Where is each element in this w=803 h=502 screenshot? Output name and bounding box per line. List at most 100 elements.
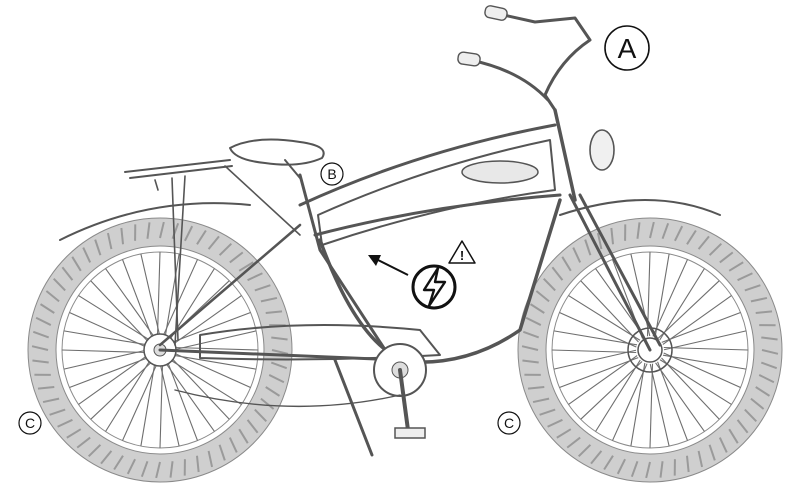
spoke <box>659 268 705 341</box>
tread-lug <box>159 221 165 239</box>
tread-lug <box>271 349 289 355</box>
spoke <box>172 295 242 345</box>
saddle <box>229 138 325 179</box>
tread-lug <box>42 397 60 404</box>
tread-lug <box>265 310 283 315</box>
front-tire-outer <box>517 217 783 483</box>
spoke <box>663 330 747 351</box>
spoke <box>649 363 654 449</box>
rear-rim <box>55 245 265 455</box>
callout-c-rear: C <box>18 411 42 435</box>
tread-lug <box>94 239 102 256</box>
tread-lug <box>718 437 728 453</box>
tread-lug <box>708 444 716 461</box>
rear-fender <box>59 202 251 241</box>
seat-stay <box>158 223 302 347</box>
tread-lug <box>126 458 136 475</box>
tread-lug <box>686 229 697 245</box>
spoke <box>173 346 259 351</box>
spoke <box>649 363 670 447</box>
tread-lug <box>260 296 278 303</box>
spoke <box>559 357 639 389</box>
spoke <box>662 295 732 345</box>
chain-guard <box>199 324 441 361</box>
top-tube <box>298 123 557 207</box>
tread-lug <box>547 418 563 428</box>
tread-lug <box>532 397 550 404</box>
tread-lug <box>120 227 125 245</box>
spoke <box>140 362 156 447</box>
kickstand <box>333 358 374 457</box>
drivetrain <box>174 343 427 457</box>
tread-lug <box>184 225 194 242</box>
tread-lug <box>685 455 690 473</box>
tread-lug <box>674 225 684 242</box>
seat-post <box>284 159 301 179</box>
seat-tube <box>298 173 397 367</box>
spoke <box>69 357 149 389</box>
spoke <box>171 311 251 343</box>
tread-lug <box>238 261 254 272</box>
tread-lug <box>610 227 615 245</box>
tread-lug <box>32 330 50 339</box>
tread-lug <box>649 221 655 239</box>
tread-lug <box>260 397 275 410</box>
callout-c-rear-label: C <box>25 415 35 431</box>
tread-lug <box>556 428 572 439</box>
tread-lug <box>195 455 200 473</box>
spoke <box>159 363 164 449</box>
tread-lug <box>196 229 207 245</box>
tread-lug <box>39 303 55 314</box>
tread-lug <box>584 239 592 256</box>
front-fender <box>559 199 721 216</box>
spoke <box>663 346 749 351</box>
tread-lug <box>76 436 91 449</box>
tread-lug <box>155 461 161 479</box>
tread-lug <box>744 408 758 423</box>
tread-lug <box>246 419 259 434</box>
tread-lug <box>659 461 664 478</box>
tread-lug <box>61 266 74 281</box>
charge-port-pointer <box>368 255 409 276</box>
callout-a-label: A <box>618 33 637 64</box>
spoke <box>580 361 643 420</box>
spoke <box>662 354 747 370</box>
spoke <box>568 295 641 341</box>
tread-lug <box>645 461 651 479</box>
grip-right <box>484 5 508 21</box>
tread-lug <box>207 235 220 250</box>
callout-b: B <box>320 162 344 186</box>
tread-lug <box>57 418 73 428</box>
spoke <box>169 359 242 405</box>
spoke <box>159 363 180 447</box>
spoke <box>659 359 732 405</box>
spoke <box>661 357 720 420</box>
tread-lug <box>590 450 603 465</box>
frame <box>158 108 662 367</box>
spoke <box>105 359 151 432</box>
tread-lug <box>561 256 572 272</box>
chain <box>174 389 401 408</box>
battery-tank <box>317 139 556 246</box>
spoke <box>61 349 147 354</box>
tread-lug <box>268 374 285 384</box>
tread-lug <box>31 345 49 351</box>
tread-lug <box>106 232 113 250</box>
tank-badge <box>461 160 539 184</box>
spoke <box>167 361 199 441</box>
callout-a: A <box>604 25 650 71</box>
tread-lug <box>761 349 779 355</box>
tread-lug <box>750 397 765 410</box>
tread-lug <box>577 444 592 458</box>
tread-lug <box>761 336 778 341</box>
tread-lug <box>755 386 771 397</box>
warning-triangle-icon: ! <box>448 240 476 264</box>
tread-lug <box>572 247 582 263</box>
tread-lug <box>247 272 263 282</box>
tread-lug <box>229 251 244 264</box>
front-wheel <box>517 217 783 483</box>
rear-spokes <box>61 251 259 449</box>
tread-lug <box>140 460 149 478</box>
tread-lug <box>218 444 226 461</box>
spoke <box>171 357 230 420</box>
